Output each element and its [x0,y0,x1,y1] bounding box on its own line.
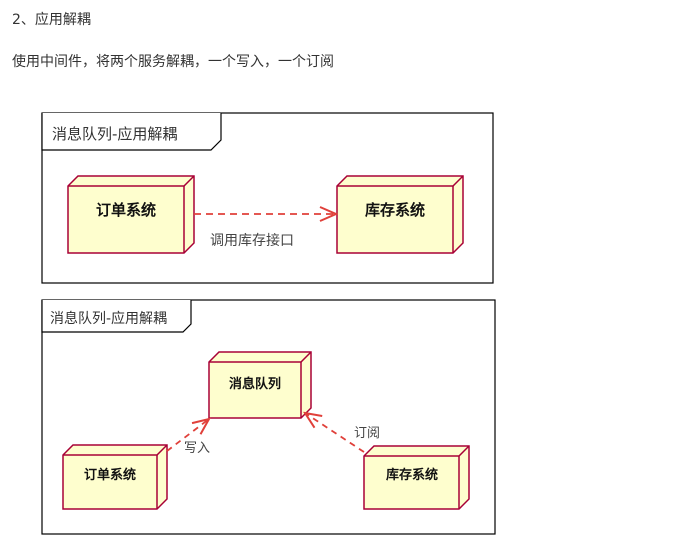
diagram-1: 消息队列-应用解耦 订单系统 库存系统 调用库存接口 [41,112,494,284]
edge-write-label: 写入 [184,441,210,456]
node-order-system-label: 订单系统 [96,201,156,219]
edge-write [166,419,209,452]
section-description: 使用中间件，将两个服务解耦，一个写入，一个订阅 [12,54,334,70]
node-inventory-system-2: 库存系统 [363,445,470,510]
node-inventory-system-2-label: 库存系统 [386,467,438,483]
node-inventory-system: 库存系统 [336,175,464,254]
diagram-2: 消息队列-应用解耦 消息队列 订单系统 库存系统 写入 订阅 [41,299,496,535]
node-order-system-2-label: 订单系统 [84,467,136,483]
edge-call-inventory-label: 调用库存接口 [210,232,294,249]
diagram-1-frame-title: 消息队列-应用解耦 [52,125,177,143]
node-message-queue: 消息队列 [208,351,312,419]
diagram-2-frame-tab [41,300,192,333]
diagram-2-frame-title: 消息队列-应用解耦 [50,310,167,327]
diagram-1-frame-tab [41,113,222,151]
node-inventory-system-label: 库存系统 [365,201,425,219]
node-order-system: 订单系统 [67,175,195,254]
node-message-queue-label: 消息队列 [229,376,281,392]
edge-subscribe-label: 订阅 [354,426,380,441]
section-heading: 2、应用解耦 [12,12,91,28]
edge-subscribe [305,413,365,453]
node-order-system-2: 订单系统 [62,444,168,510]
